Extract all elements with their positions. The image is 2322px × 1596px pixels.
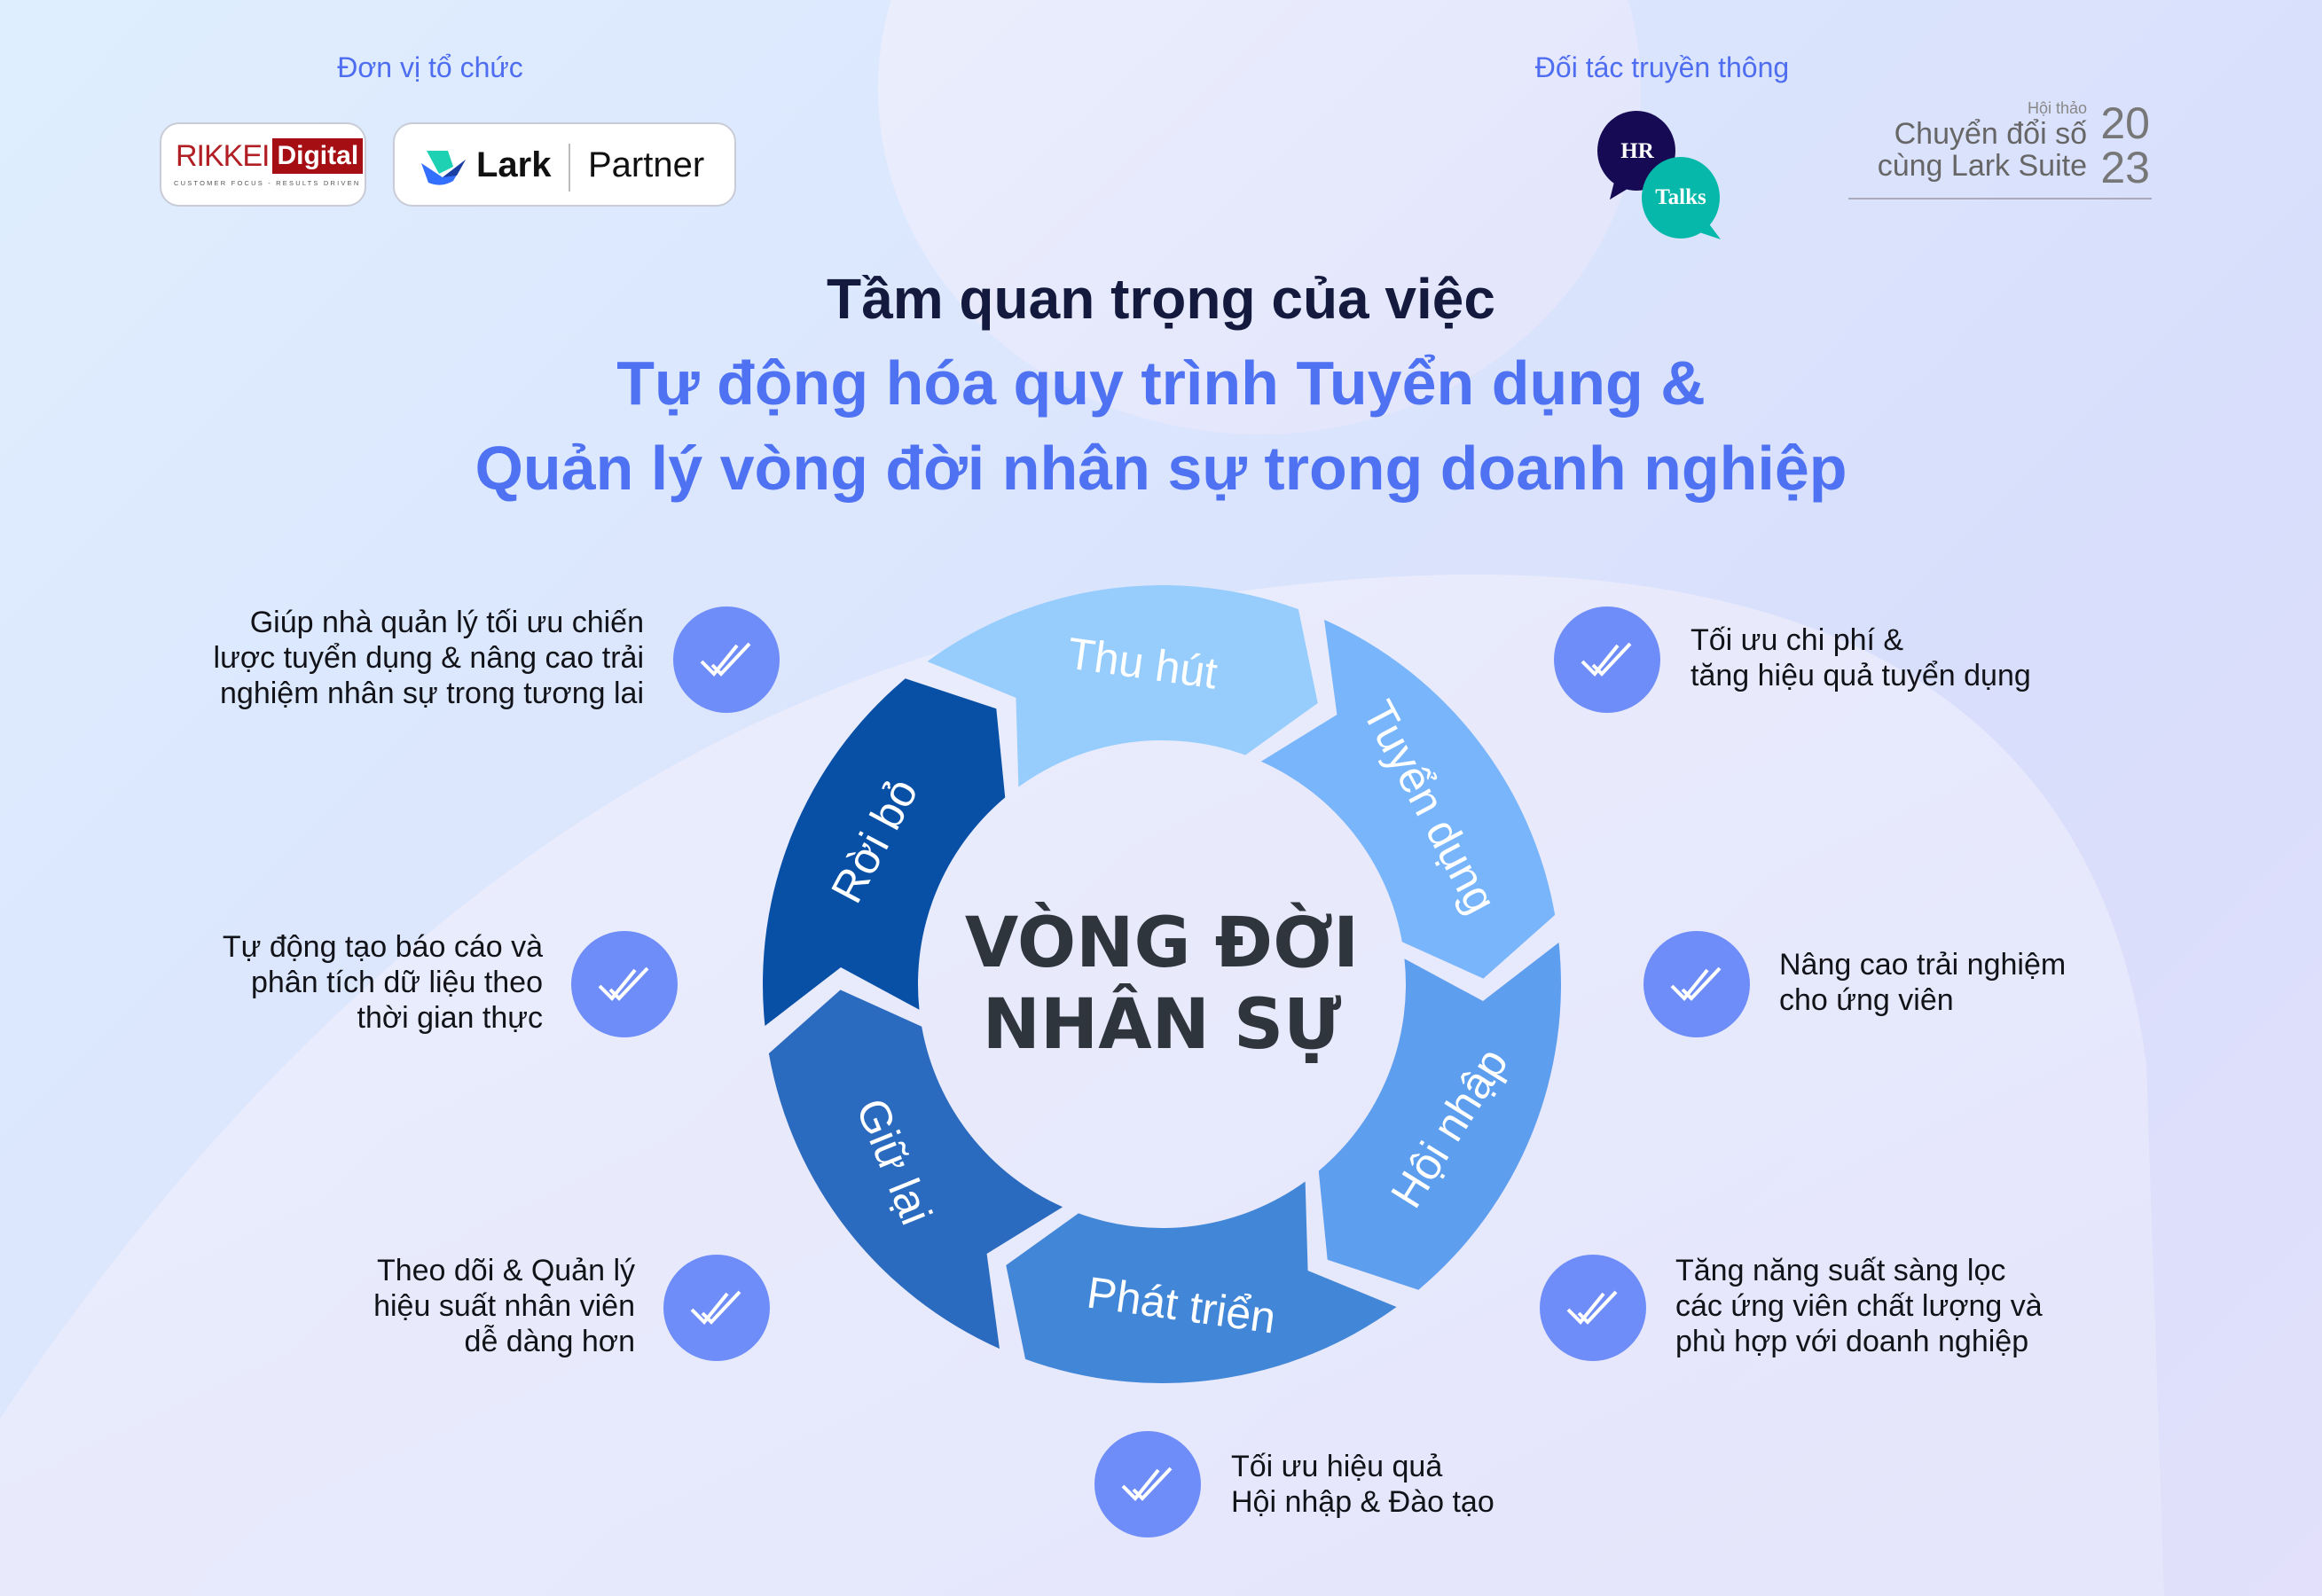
benefit-check-right-3 bbox=[1540, 1255, 1646, 1361]
benefit-left-3: Theo dõi & Quản lý hiệu suất nhân viên d… bbox=[373, 1254, 635, 1358]
benefit-check-left-1 bbox=[673, 606, 780, 713]
organizer-label: Đơn vị tổ chức bbox=[337, 51, 523, 83]
double-check-icon bbox=[690, 1290, 741, 1325]
event-kicker: Hội thảo bbox=[2027, 99, 2087, 117]
event-title-line1: Chuyển đổi số bbox=[1894, 117, 2087, 151]
benefit-check-right-2 bbox=[1643, 931, 1750, 1037]
title-line-2: Tự động hóa quy trình Tuyển dụng & bbox=[616, 348, 1706, 418]
double-check-icon bbox=[1670, 966, 1722, 1001]
talks-text: Talks bbox=[1655, 185, 1706, 209]
wheel-segment-6 bbox=[763, 678, 1006, 1027]
event-underline bbox=[1848, 198, 2152, 200]
double-check-icon bbox=[598, 966, 649, 1001]
event-logo: Hội thảo Chuyển đổi số cùng Lark Suite 2… bbox=[1845, 99, 2155, 204]
rikkei-wordmark: RIKKEI bbox=[176, 138, 270, 173]
double-check-icon bbox=[700, 642, 751, 677]
hr-text: HR bbox=[1620, 139, 1654, 163]
title-line-1: Tầm quan trọng của việc bbox=[827, 267, 1495, 331]
benefit-right-2: Nâng cao trải nghiệm cho ứng viên bbox=[1779, 948, 2067, 1017]
lark-partner-logo: Lark Partner bbox=[393, 122, 736, 207]
event-year-top: 20 bbox=[2100, 98, 2150, 148]
event-year-bottom: 23 bbox=[2100, 143, 2150, 192]
partner-text: Partner bbox=[588, 145, 705, 184]
lark-brand-text: Lark bbox=[476, 145, 552, 184]
wheel-center-line1: VÒNG ĐỜI bbox=[964, 904, 1360, 983]
benefit-left-1: Giúp nhà quản lý tối ưu chiến lược tuyển… bbox=[213, 606, 644, 710]
rikkei-digital-logo: RIKKEI Digital CUSTOMER FOCUS - RESULTS … bbox=[160, 122, 366, 207]
wheel-segment-2 bbox=[1260, 619, 1556, 979]
benefit-check-left-3 bbox=[663, 1255, 770, 1361]
hr-talks-logo: HR Talks bbox=[1597, 111, 1721, 239]
double-check-icon bbox=[1581, 642, 1632, 677]
wheel-segment-4 bbox=[1006, 1181, 1397, 1384]
wheel-center-title: VÒNG ĐỜI NHÂN SỰ bbox=[965, 903, 1359, 1066]
double-check-icon bbox=[1566, 1290, 1618, 1325]
benefit-check-left-2 bbox=[571, 931, 678, 1037]
benefit-check-right-1 bbox=[1554, 606, 1660, 713]
event-title-line2: cùng Lark Suite bbox=[1877, 149, 2087, 183]
wheel-center-line2: NHÂN SỰ bbox=[982, 985, 1342, 1065]
benefit-bottom: Tối ưu hiệu quả Hội nhập & Đào tạo bbox=[1231, 1450, 1494, 1519]
title-line-3: Quản lý vòng đời nhân sự trong doanh ngh… bbox=[475, 434, 1847, 503]
benefit-right-3: Tăng năng suất sàng lọc các ứng viên chấ… bbox=[1675, 1254, 2043, 1358]
benefit-left-2: Tự động tạo báo cáo và phân tích dữ liệu… bbox=[222, 930, 543, 1035]
wheel-segment-1 bbox=[927, 585, 1318, 787]
media-partner-label: Đối tác truyền thông bbox=[1534, 51, 1790, 83]
double-check-icon bbox=[1121, 1467, 1173, 1501]
digital-wordmark: Digital bbox=[272, 138, 364, 174]
benefit-check-bottom bbox=[1094, 1431, 1201, 1537]
rikkei-tagline: CUSTOMER FOCUS - RESULTS DRIVEN bbox=[174, 179, 361, 187]
wheel-segment-5 bbox=[768, 990, 1063, 1350]
benefit-right-1: Tối ưu chi phí & tăng hiệu quả tuyển dụn… bbox=[1691, 623, 2031, 692]
logo-divider bbox=[569, 144, 570, 192]
wheel-segment-3 bbox=[1318, 942, 1561, 1290]
lark-bird-icon bbox=[421, 151, 466, 185]
